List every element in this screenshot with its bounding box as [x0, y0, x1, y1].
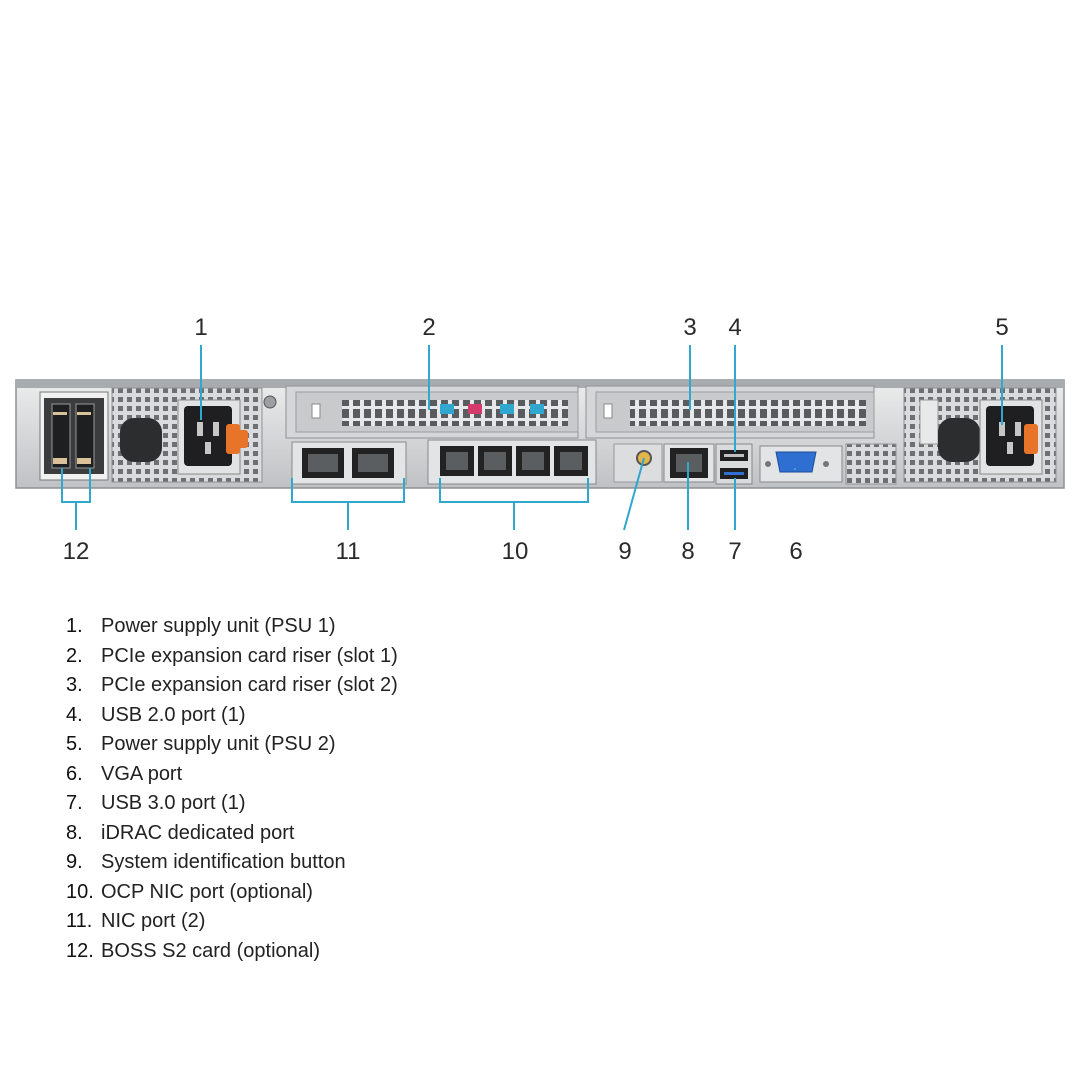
callout-9: 9	[618, 538, 631, 565]
legend-text: USB 3.0 port (1)	[101, 792, 246, 814]
legend-number: 12.	[66, 939, 94, 962]
legend-number: 11.	[66, 910, 93, 932]
legend-number: 2.	[66, 644, 83, 667]
boss-s2-card	[39, 391, 109, 481]
legend-number: 5.	[66, 733, 83, 755]
legend-text: System identification button	[101, 851, 346, 873]
vga-port	[759, 445, 843, 483]
nic-ports	[291, 441, 407, 485]
legend-item: 4. USB 2.0 port (1)	[66, 701, 398, 731]
legend-item: 5. Power supply unit (PSU 2)	[66, 730, 398, 760]
legend-item: 6. VGA port	[66, 760, 398, 790]
callout-3: 3	[683, 314, 696, 341]
legend-number: 6.	[66, 762, 83, 785]
iec-power-inlet-icon	[184, 406, 232, 466]
callout-1: 1	[194, 314, 207, 341]
legend-item: 1. Power supply unit (PSU 1)	[66, 612, 398, 642]
callout-2: 2	[422, 314, 435, 341]
legend-text: iDRAC dedicated port	[101, 821, 295, 844]
server-rear-panel-diagram: 1 2 3 4 5 6 7 8 9 10 11 12	[15, 314, 1065, 565]
psu-1	[111, 387, 277, 483]
legend-text: Power supply unit (PSU 2)	[101, 733, 336, 755]
riser-slot-1	[285, 385, 579, 439]
legend-number: 10.	[66, 880, 94, 903]
callout-12: 12	[63, 538, 90, 565]
legend-item: 8. iDRAC dedicated port	[66, 819, 398, 849]
callout-10: 10	[502, 538, 529, 565]
legend-number: 4.	[66, 703, 83, 726]
legend-item: 11. NIC port (2)	[66, 907, 398, 937]
legend-item: 9. System identification button	[66, 848, 398, 878]
legend-text: NIC port (2)	[101, 910, 206, 932]
vga-connector-icon	[775, 451, 817, 473]
callout-6: 6	[789, 538, 802, 565]
legend-item: 10. OCP NIC port (optional)	[66, 878, 398, 908]
legend-text: BOSS S2 card (optional)	[101, 939, 320, 962]
system-id-button	[613, 443, 663, 483]
callout-5: 5	[995, 314, 1008, 341]
legend-number: 8.	[66, 821, 83, 844]
legend-number: 1.	[66, 615, 83, 637]
legend-number: 3.	[66, 674, 83, 696]
callout-numbers: 1 2 3 4 5 6 7 8 9 10 11 12	[63, 314, 1009, 565]
callout-11: 11	[336, 538, 361, 565]
legend-number: 9.	[66, 851, 83, 873]
legend-item: 3. PCIe expansion card riser (slot 2)	[66, 671, 398, 701]
callout-7: 7	[728, 538, 741, 565]
iec-power-inlet-icon	[986, 406, 1034, 466]
vent-grille	[845, 443, 897, 485]
legend-list: 1. Power supply unit (PSU 1) 2. PCIe expan…	[66, 612, 398, 966]
callout-4: 4	[728, 314, 741, 341]
legend-item: 2. PCIe expansion card riser (slot 1)	[66, 642, 398, 672]
legend-text: OCP NIC port (optional)	[101, 880, 313, 903]
legend-text: PCIe expansion card riser (slot 1)	[101, 644, 398, 667]
legend-number: 7.	[66, 792, 83, 814]
legend-text: Power supply unit (PSU 1)	[101, 615, 336, 637]
legend-item: 12. BOSS S2 card (optional)	[66, 937, 398, 967]
callout-lines	[61, 345, 1003, 531]
legend-text: PCIe expansion card riser (slot 2)	[101, 674, 398, 696]
legend-text: USB 2.0 port (1)	[101, 703, 246, 726]
legend-item: 7. USB 3.0 port (1)	[66, 789, 398, 819]
ocp-nic	[427, 439, 597, 485]
psu-2	[903, 387, 1057, 483]
legend-text: VGA port	[101, 762, 183, 785]
callout-8: 8	[681, 538, 694, 565]
psu-handle	[1024, 424, 1038, 454]
riser-slot-2	[585, 385, 875, 439]
